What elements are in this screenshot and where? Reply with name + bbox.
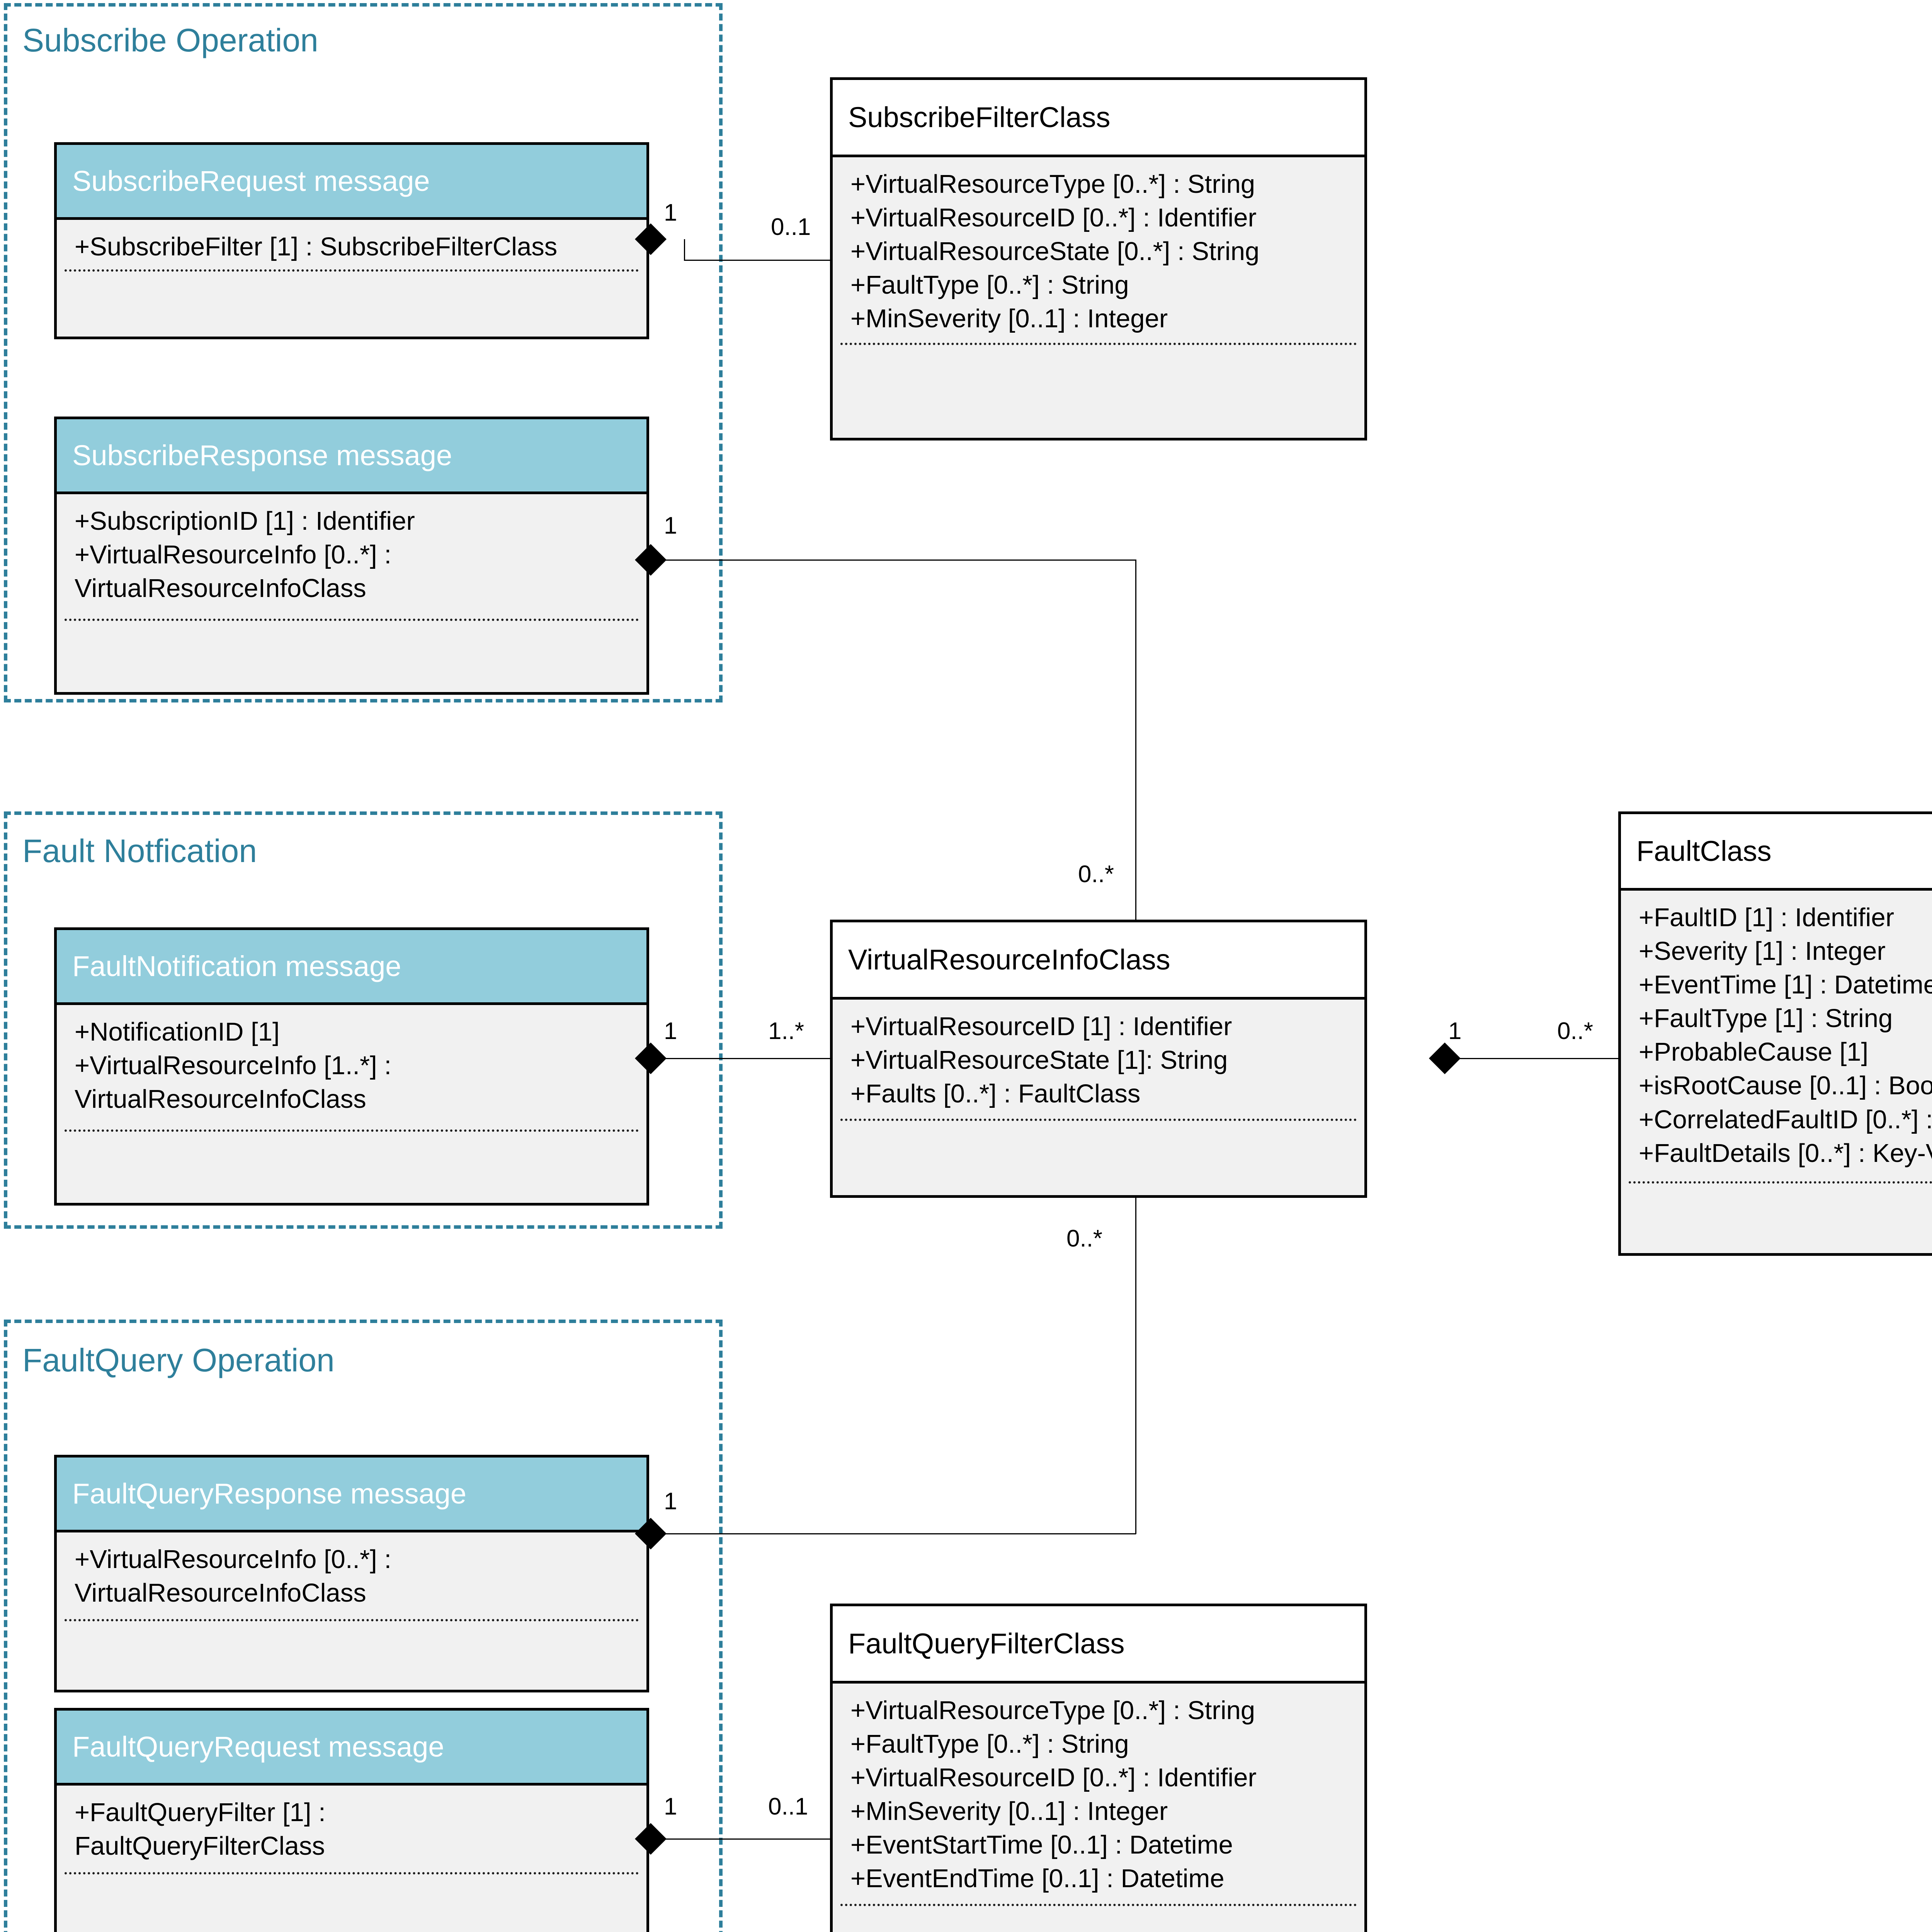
box-body-fault-notification-message: +NotificationID [1] +VirtualResourceInfo… [57, 1005, 646, 1203]
multiplicity-a6-target: 0..1 [768, 1793, 808, 1820]
attribute: +VirtualResourceInfo [1..*] : VirtualRes… [75, 1051, 391, 1114]
multiplicity-a4-source: 1 [1448, 1018, 1462, 1044]
attribute: +FaultType [0..*] : String [850, 1730, 1129, 1759]
attribute: +VirtualResourceID [1] : Identifier [850, 1012, 1232, 1041]
multiplicity-a3-target: 1..* [768, 1018, 804, 1044]
box-virtual-resource-info-class[interactable]: VirtualResourceInfoClass +VirtualResourc… [830, 920, 1367, 1198]
attribute-separator [65, 1619, 639, 1621]
group-frame-subscribe [4, 3, 723, 702]
attribute-separator [1629, 1181, 1932, 1184]
connector-a2-vertical [1135, 560, 1136, 920]
box-body-fault-query-filter-class: +VirtualResourceType [0..*] : String +Fa… [833, 1684, 1364, 1932]
multiplicity-a6-source: 1 [664, 1793, 677, 1820]
attribute-separator [65, 619, 639, 621]
group-title-subscribe: Subscribe Operation [22, 22, 318, 58]
attribute: +FaultDetails [0..*] : Key-Value pairs [1639, 1138, 1932, 1168]
attribute-separator [65, 1872, 639, 1874]
attribute: +CorrelatedFaultID [0..*] : Identifier [1639, 1105, 1932, 1134]
box-fault-class[interactable]: FaultClass +FaultID [1] : Identifier +Se… [1618, 811, 1932, 1256]
box-title-fault-query-response: FaultQueryResponse message [57, 1458, 646, 1532]
attribute: +MinSeverity [0..1] : Integer [850, 304, 1168, 333]
multiplicity-a3-source: 1 [664, 1018, 677, 1044]
attribute: +VirtualResourceInfo [0..*] : VirtualRes… [75, 540, 391, 603]
attribute: +SubscriptionID [1] : Identifier [75, 507, 415, 536]
connector-a5-horizontal [661, 1533, 1136, 1534]
connector-a3-horizontal [661, 1058, 832, 1059]
attribute-separator [840, 343, 1357, 345]
attribute: +VirtualResourceInfo [0..*] : VirtualRes… [75, 1545, 391, 1608]
box-subscribe-request[interactable]: SubscribeRequest message +SubscribeFilte… [54, 142, 649, 339]
box-body-subscribe-filter-class: +VirtualResourceType [0..*] : String +Vi… [833, 157, 1364, 438]
connector-a2-horizontal [661, 560, 1136, 561]
attribute: +SubscribeFilter [1] : SubscribeFilterCl… [75, 232, 558, 261]
box-body-subscribe-response: +SubscriptionID [1] : Identifier +Virtua… [57, 494, 646, 692]
attribute-separator [840, 1904, 1357, 1906]
connector-a1-horizontal [684, 260, 831, 261]
attribute: +VirtualResourceType [0..*] : String [850, 1696, 1255, 1725]
attribute: +Faults [0..*] : FaultClass [850, 1079, 1141, 1109]
box-fault-query-filter-class[interactable]: FaultQueryFilterClass +VirtualResourceTy… [830, 1604, 1367, 1932]
multiplicity-a2-source: 1 [664, 512, 677, 539]
attribute: +FaultType [0..*] : String [850, 270, 1129, 300]
attribute: +MinSeverity [0..1] : Integer [850, 1797, 1168, 1826]
box-title-fault-notification-message: FaultNotification message [57, 930, 646, 1005]
box-fault-notification-message[interactable]: FaultNotification message +NotificationI… [54, 927, 649, 1206]
multiplicity-a1-source: 1 [664, 199, 677, 226]
attribute-separator [65, 269, 639, 272]
box-body-fault-query-request: +FaultQueryFilter [1] : FaultQueryFilter… [57, 1786, 646, 1932]
multiplicity-a2-target: 0..* [1078, 861, 1114, 888]
box-body-fault-query-response: +VirtualResourceInfo [0..*] : VirtualRes… [57, 1532, 646, 1690]
connector-a6-horizontal [661, 1838, 832, 1840]
box-fault-query-request[interactable]: FaultQueryRequest message +FaultQueryFil… [54, 1708, 649, 1932]
attribute-separator [840, 1119, 1357, 1121]
attribute: +FaultType [1] : String [1639, 1004, 1893, 1033]
group-frame-faultquery [4, 1320, 723, 1932]
attribute: +FaultID [1] : Identifier [1639, 903, 1895, 932]
connector-a4-horizontal [1455, 1058, 1619, 1059]
group-title-faultquery: FaultQuery Operation [22, 1342, 335, 1378]
multiplicity-a5-target: 0..* [1066, 1225, 1103, 1252]
attribute: +VirtualResourceState [0..*] : String [850, 237, 1260, 266]
box-subscribe-filter-class[interactable]: SubscribeFilterClass +VirtualResourceTyp… [830, 77, 1367, 440]
multiplicity-a1-target: 0..1 [771, 214, 811, 240]
box-body-subscribe-request: +SubscribeFilter [1] : SubscribeFilterCl… [57, 220, 646, 337]
attribute: +FaultQueryFilter [1] : FaultQueryFilter… [75, 1798, 326, 1861]
multiplicity-a4-target: 0..* [1557, 1018, 1594, 1044]
box-title-fault-query-request: FaultQueryRequest message [57, 1711, 646, 1786]
attribute: +VirtualResourceState [1]: String [850, 1046, 1228, 1075]
box-title-virtual-resource-info-class: VirtualResourceInfoClass [833, 922, 1364, 1000]
attribute: +VirtualResourceType [0..*] : String [850, 170, 1255, 199]
box-title-subscribe-request: SubscribeRequest message [57, 145, 646, 220]
attribute: +EventEndTime [0..1] : Datetime [850, 1864, 1225, 1893]
attribute: +VirtualResourceID [0..*] : Identifier [850, 1763, 1257, 1793]
box-body-virtual-resource-info-class: +VirtualResourceID [1] : Identifier +Vir… [833, 1000, 1364, 1195]
box-title-subscribe-filter-class: SubscribeFilterClass [833, 80, 1364, 157]
connector-a5-vertical [1135, 1198, 1136, 1534]
box-subscribe-response[interactable]: SubscribeResponse message +SubscriptionI… [54, 417, 649, 695]
group-title-fault-notification: Fault Notfication [22, 833, 257, 869]
group-frame-fault-notification [4, 811, 723, 1229]
box-fault-query-response[interactable]: FaultQueryResponse message +VirtualResou… [54, 1455, 649, 1692]
box-title-fault-query-filter-class: FaultQueryFilterClass [833, 1606, 1364, 1684]
multiplicity-a5-source: 1 [664, 1488, 677, 1515]
attribute: +isRootCause [0..1] : Boolean [1639, 1071, 1932, 1100]
attribute: +NotificationID [1] [75, 1017, 280, 1046]
attribute: +EventTime [1] : Datetime [1639, 970, 1932, 1000]
attribute: +EventStartTime [0..1] : Datetime [850, 1830, 1233, 1860]
attribute: +VirtualResourceID [0..*] : Identifier [850, 203, 1257, 233]
box-title-fault-class: FaultClass [1621, 814, 1932, 891]
attribute: +ProbableCause [1] [1639, 1037, 1869, 1067]
connector-a1-vertical [684, 239, 685, 260]
box-body-fault-class: +FaultID [1] : Identifier +Severity [1] … [1621, 891, 1932, 1253]
box-title-subscribe-response: SubscribeResponse message [57, 419, 646, 494]
attribute: +Severity [1] : Integer [1639, 937, 1886, 966]
attribute-separator [65, 1129, 639, 1132]
